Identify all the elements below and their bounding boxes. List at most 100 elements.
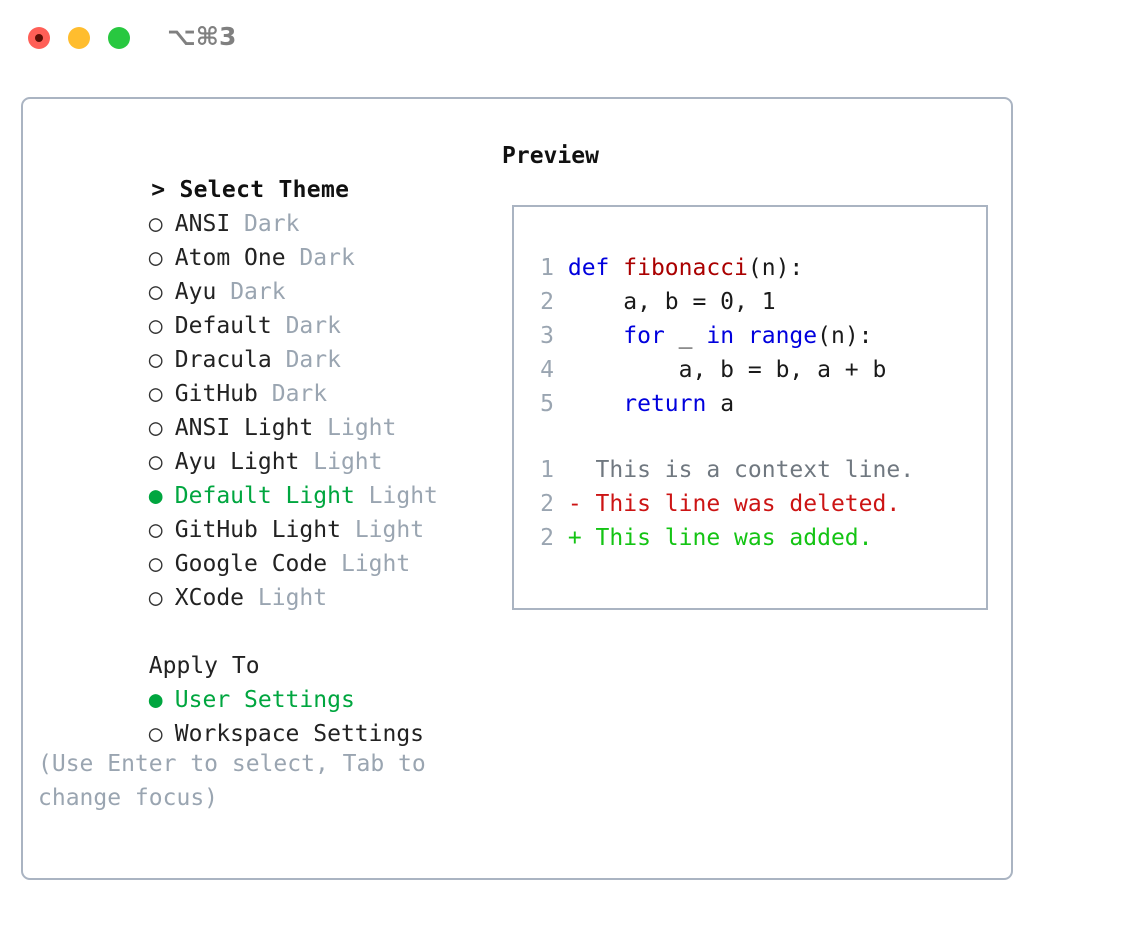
code-diff-gap (526, 421, 978, 453)
theme-list-header: > Select Theme (38, 139, 498, 203)
theme-option-ayu-dark[interactable]: ○Ayu Dark (38, 241, 498, 305)
theme-option-label: Dracula (174, 347, 272, 373)
theme-option-badge: Light (257, 585, 328, 611)
theme-option-xcode[interactable]: ○XCode Light (38, 547, 498, 611)
code-token-plain: a (706, 391, 735, 417)
code-token-plain: _ (664, 323, 707, 349)
theme-option-ansi-light[interactable]: ○ ANSI Light Light (38, 377, 498, 441)
line-number: 1 (540, 255, 554, 281)
line-number: 5 (540, 391, 554, 417)
preview-code-area: 1 def fibonacci(n): 2 a, b = 0, 1 3 for … (526, 251, 978, 555)
theme-option-badge: Light (340, 551, 411, 577)
theme-option-default-light[interactable]: ● Default Light Light (38, 445, 498, 509)
theme-option-google-code[interactable]: ○ Google Code Light (38, 513, 498, 577)
apply-to-section-label: Apply To (38, 615, 498, 679)
diff-line-deleted: 2 - This line was deleted. (526, 487, 978, 521)
theme-option-badge: Light (327, 415, 397, 441)
theme-option-label: Google Code (174, 551, 328, 577)
preview-column: Preview 1 def fibonacci(n): 2 a, b = 0, … (502, 139, 1002, 610)
theme-list-header-label: > Select Theme (151, 177, 350, 203)
theme-option-label: GitHub (174, 381, 258, 407)
radio-icon-selected: ● (148, 483, 163, 509)
preview-box: 1 def fibonacci(n): 2 a, b = 0, 1 3 for … (512, 205, 988, 610)
theme-option-badge: Dark (285, 313, 341, 339)
theme-option-label: ANSI (174, 211, 231, 237)
radio-icon: ○ (148, 211, 163, 237)
minimize-button-icon[interactable] (68, 27, 90, 49)
code-token-keyword: def (567, 255, 624, 281)
code-line: 3 for _ in range(n): (526, 319, 978, 353)
radio-icon-selected: ● (148, 687, 163, 713)
code-token-plain: (n): (747, 255, 804, 281)
theme-option-label: Default Light (174, 483, 355, 509)
window-title-shortcut: ⌥⌘3 (167, 22, 237, 51)
diff-line-text: + This line was added. (567, 525, 873, 551)
theme-option-default-dark[interactable]: ○ Default Dark (38, 275, 498, 339)
theme-option-label: ANSI Light (174, 415, 314, 441)
keyboard-hint-text: (Use Enter to select, Tab to change focu… (38, 751, 426, 811)
theme-option-badge: Dark (285, 347, 341, 373)
code-token-keyword: in range (706, 323, 818, 349)
preview-title: Preview (502, 143, 599, 169)
theme-option-github-light[interactable]: ○ GitHub Light Light (38, 479, 498, 543)
theme-option-label: Atom One (174, 245, 286, 271)
theme-option-dracula-dark[interactable]: ○ Dracula Dark (38, 309, 498, 373)
radio-icon: ○ (148, 721, 163, 747)
theme-selector-panel: > Select Theme ○ ANSI Dark ○ Atom One Dark… (21, 97, 1013, 880)
code-line: 5 return a (526, 387, 978, 421)
line-number: 2 (540, 525, 554, 551)
radio-icon: ○ (148, 585, 163, 611)
radio-icon: ○ (148, 415, 163, 441)
line-number: 2 (540, 289, 554, 315)
theme-option-badge: Light (368, 483, 438, 509)
apply-to-option-user-settings[interactable]: ● User Settings (38, 649, 498, 713)
radio-icon: ○ (148, 381, 163, 407)
radio-icon: ○ (148, 449, 163, 475)
code-token-function: fibonacci (623, 255, 748, 281)
radio-icon: ○ (148, 517, 163, 543)
theme-option-badge: Dark (244, 211, 300, 237)
apply-to-option-label: Workspace Settings (174, 721, 425, 747)
window-controls (28, 27, 130, 49)
line-number: 4 (540, 357, 554, 383)
radio-icon: ○ (148, 245, 163, 271)
theme-option-badge: Light (354, 517, 425, 543)
close-button-icon[interactable] (28, 27, 50, 49)
radio-icon: ○ (148, 279, 163, 305)
theme-option-ayu-light[interactable]: ○ Ayu Light Light (38, 411, 498, 475)
diff-line-context: 1 This is a context line. (526, 453, 978, 487)
code-token-keyword: return (623, 391, 707, 417)
title-bar: ⌥⌘3 (0, 0, 1140, 78)
apply-to-option-label: User Settings (174, 687, 355, 713)
theme-option-badge: Dark (271, 381, 328, 407)
theme-option-label: Default (174, 313, 272, 339)
code-token-plain: a, b = b, a + b (567, 357, 887, 383)
diff-line-text: This is a context line. (567, 457, 915, 483)
theme-option-label: Ayu Light (174, 449, 300, 475)
code-token-plain: a, b = 0, 1 (567, 289, 776, 315)
radio-icon: ○ (148, 347, 163, 373)
theme-option-badge: Light (313, 449, 383, 475)
radio-icon: ○ (148, 313, 163, 339)
theme-option-badge: Dark (299, 245, 355, 271)
code-token-plain (568, 391, 623, 417)
zoom-button-icon[interactable] (108, 27, 130, 49)
theme-list-column: > Select Theme ○ ANSI Dark ○ Atom One Dark… (38, 139, 498, 815)
theme-option-atom-one-dark[interactable]: ○ Atom One Dark (38, 207, 498, 271)
line-number: 2 (540, 491, 554, 517)
code-token-keyword: for (623, 323, 665, 349)
code-token-plain (568, 323, 623, 349)
radio-icon: ○ (148, 551, 163, 577)
theme-option-badge: Dark (230, 279, 286, 305)
diff-line-text: - This line was deleted. (567, 491, 901, 517)
apply-to-option-workspace-settings[interactable]: ○ Workspace Settings (38, 683, 498, 747)
theme-option-label: GitHub Light (174, 517, 341, 543)
line-number: 1 (540, 457, 554, 483)
line-number: 3 (540, 323, 554, 349)
code-line: 1 def fibonacci(n): (526, 251, 978, 285)
theme-option-github-dark[interactable]: ○ GitHub Dark (38, 343, 498, 407)
code-line: 2 a, b = 0, 1 (526, 285, 978, 319)
diff-line-added: 2 + This line was added. (526, 521, 978, 555)
theme-option-ansi-dark[interactable]: ○ ANSI Dark (38, 173, 498, 237)
